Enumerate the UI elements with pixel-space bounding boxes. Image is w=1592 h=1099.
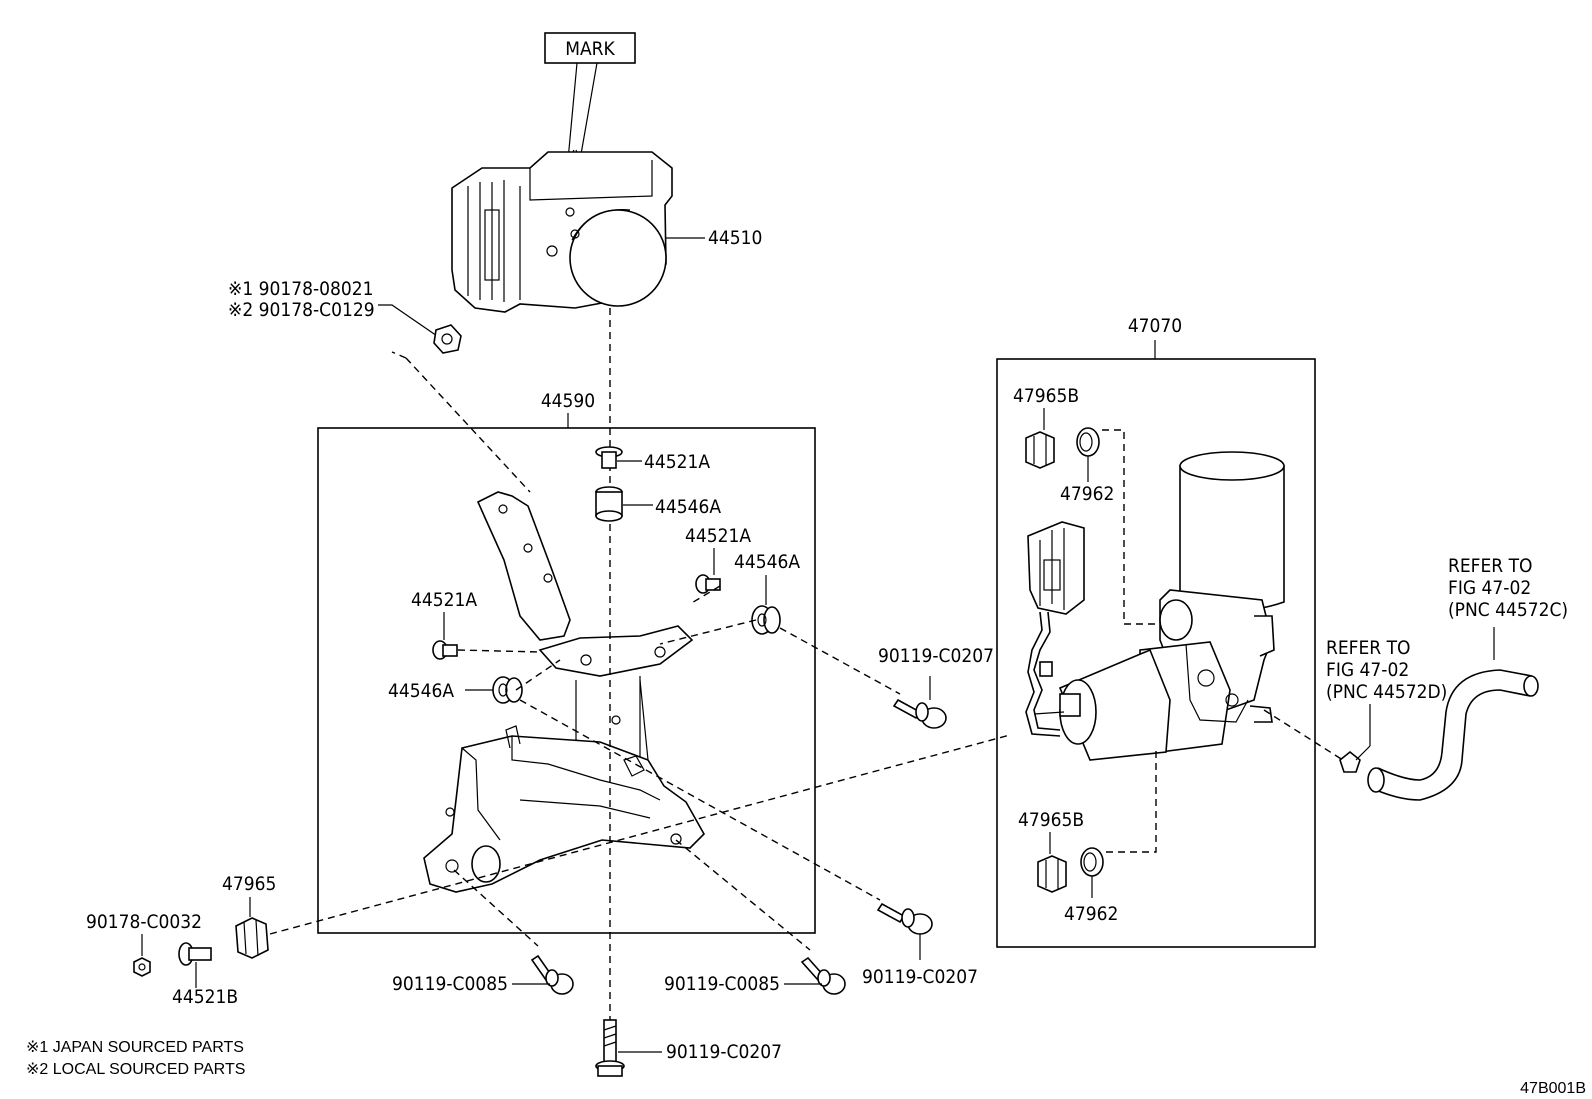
bolt-90119-C0085-a[interactable]	[530, 954, 574, 995]
part-label-47965: 47965	[222, 873, 276, 895]
collar-bolt-44521A-top[interactable]	[595, 446, 623, 469]
refer-d-line2: FIG 47-02	[1326, 659, 1409, 681]
bolt-90119-C0085-b[interactable]	[800, 956, 846, 995]
part-label-44521B: 44521B	[172, 986, 238, 1008]
part-label-90119-C0085-b: 90119-C0085	[664, 973, 780, 995]
bracket[interactable]	[423, 491, 705, 893]
part-label-47965B-1: 47965B	[1013, 385, 1079, 407]
hose[interactable]	[1367, 669, 1539, 801]
footnote-local: ※2 LOCAL SOURCED PARTS	[26, 1061, 245, 1078]
part-label-44590: 44590	[541, 390, 595, 412]
refer-to-44572D[interactable]: REFER TO FIG 47-02 (PNC 44572D)	[1326, 637, 1447, 703]
part-label-44521A-2: 44521A	[685, 525, 751, 547]
pump-assembly-box	[996, 358, 1316, 948]
refer-c-line2: FIG 47-02	[1448, 577, 1531, 599]
grommet-44546A-left[interactable]	[492, 676, 523, 704]
diagram-id: 47B001B	[1520, 1080, 1586, 1097]
refer-to-44572C[interactable]: REFER TO FIG 47-02 (PNC 44572C)	[1448, 555, 1568, 621]
nut-label-line1: ※1 90178-08021	[228, 278, 374, 300]
clip[interactable]	[1339, 750, 1361, 773]
refer-d-line3: (PNC 44572D)	[1326, 681, 1447, 703]
bolt-90119-C0207-c[interactable]	[595, 1019, 625, 1077]
refer-d-line1: REFER TO	[1326, 637, 1411, 659]
nut-label-line2: ※2 90178-C0129	[228, 299, 375, 321]
part-label-44546A-3: 44546A	[388, 680, 454, 702]
part-label-44521A-1: 44521A	[644, 451, 710, 473]
part-label-90119-C0207-b: 90119-C0207	[862, 966, 978, 988]
pump-connector[interactable]	[1025, 521, 1085, 737]
part-label-44521A-3: 44521A	[411, 589, 477, 611]
refer-c-line1: REFER TO	[1448, 555, 1533, 577]
bracket-assembly-box	[317, 427, 816, 934]
pump-motor[interactable]	[1033, 451, 1285, 761]
collar-bolt-44521B[interactable]	[178, 942, 212, 966]
cap-47965[interactable]	[235, 917, 269, 959]
grommet-44546A-top[interactable]	[595, 486, 623, 522]
bolt-90119-C0207-b[interactable]	[876, 902, 933, 935]
cap-47965B-bottom[interactable]	[1037, 855, 1067, 893]
collar-bolt-44521A-right[interactable]	[695, 574, 721, 594]
part-label-90119-C0207-c: 90119-C0207	[666, 1041, 782, 1063]
ring-47962-bottom[interactable]	[1080, 847, 1104, 877]
part-label-44546A-1: 44546A	[655, 496, 721, 518]
part-label-44510: 44510	[708, 227, 762, 249]
part-label-47962-1: 47962	[1060, 483, 1114, 505]
part-label-47965B-2: 47965B	[1018, 809, 1084, 831]
flange-nut[interactable]	[433, 324, 462, 354]
part-label-47962-2: 47962	[1064, 903, 1118, 925]
footnote-japan: ※1 JAPAN SOURCED PARTS	[26, 1039, 244, 1056]
bolt-90119-C0207-a[interactable]	[892, 698, 947, 729]
collar-bolt-44521A-left[interactable]	[432, 640, 458, 660]
part-label-90119-C0207-a: 90119-C0207	[878, 645, 994, 667]
mark-callout: MARK	[544, 32, 636, 161]
part-label-90178-C0032: 90178-C0032	[86, 911, 202, 933]
cap-47965B-top[interactable]	[1025, 431, 1055, 469]
nut-90178-C0032[interactable]	[133, 957, 151, 977]
grommet-44546A-right[interactable]	[751, 605, 781, 635]
part-label-90119-C0085-a: 90119-C0085	[392, 973, 508, 995]
abs-actuator[interactable]	[451, 151, 673, 313]
mark-label: MARK	[565, 38, 615, 60]
part-label-47070: 47070	[1128, 315, 1182, 337]
ring-47962-top[interactable]	[1076, 427, 1100, 457]
part-label-44546A-2: 44546A	[734, 551, 800, 573]
refer-c-line3: (PNC 44572C)	[1448, 599, 1568, 621]
